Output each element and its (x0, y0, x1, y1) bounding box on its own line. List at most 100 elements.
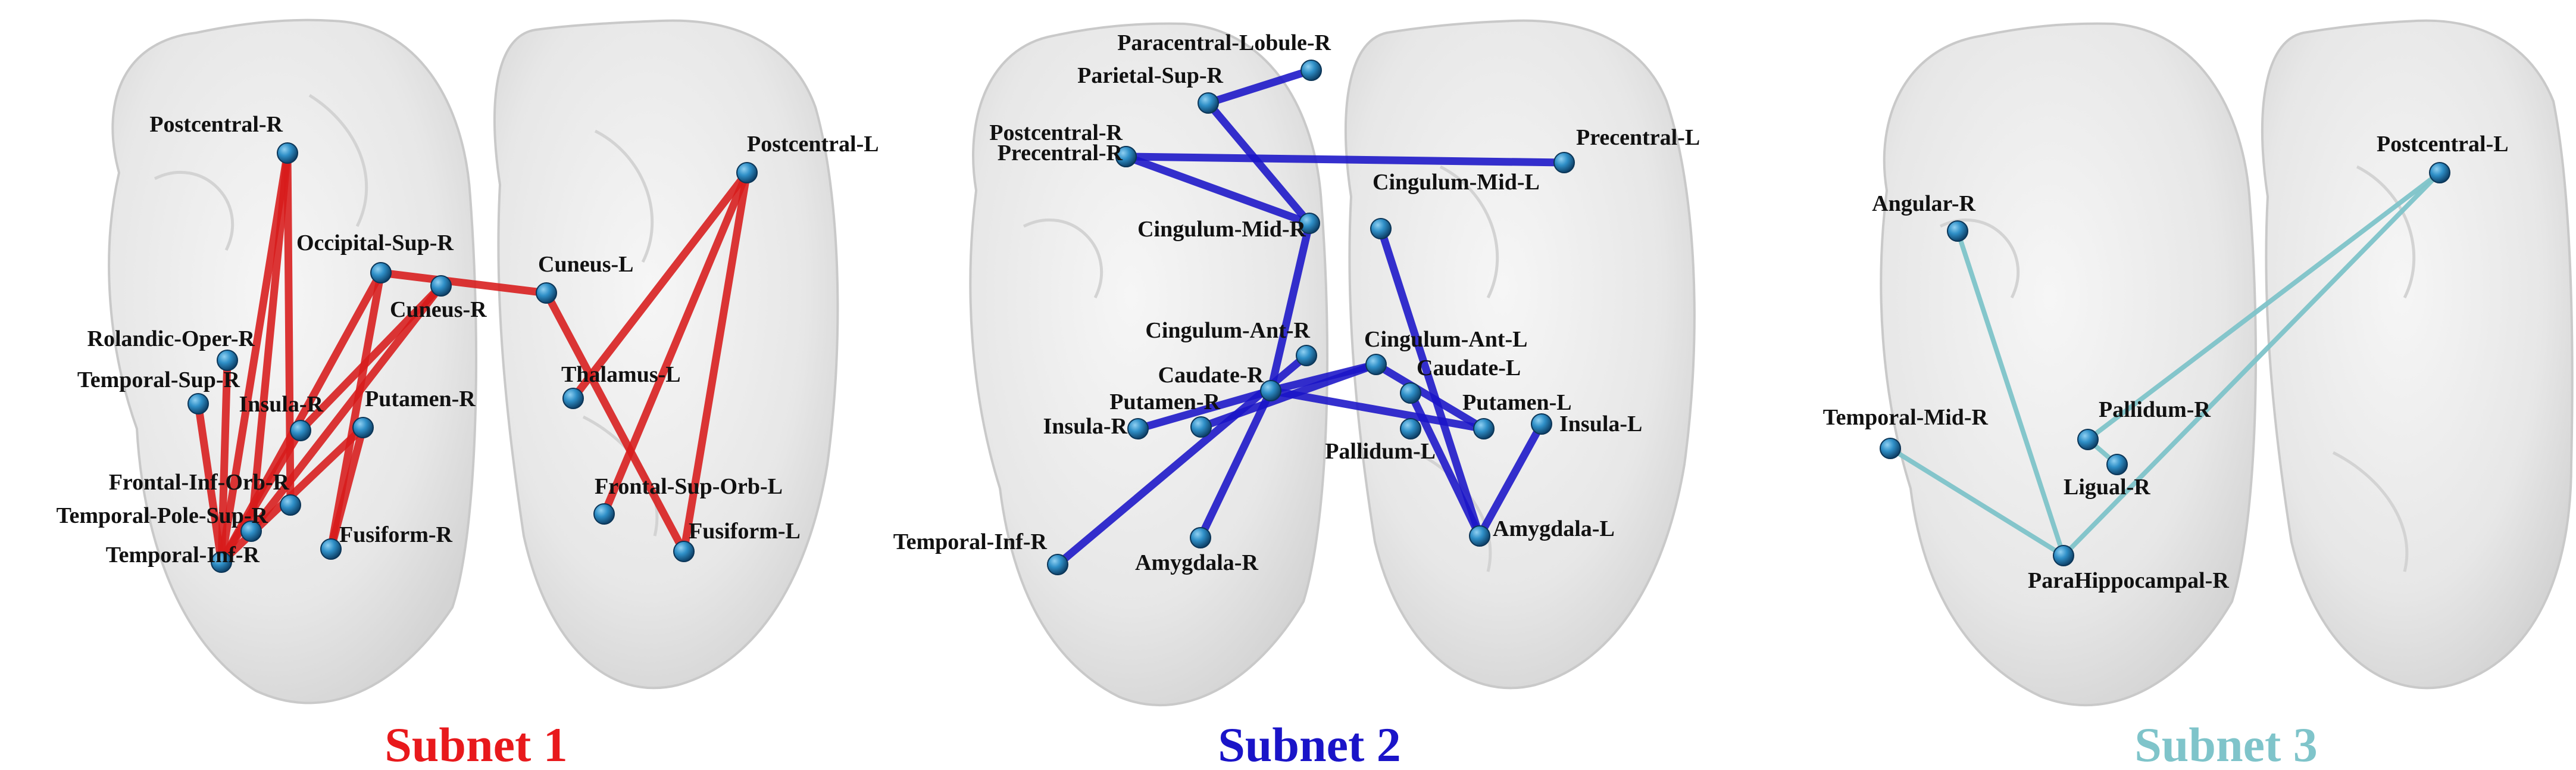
node-putamen_r (1190, 416, 1212, 438)
node-thalamus_l (562, 388, 584, 409)
node-amygdala_l (1469, 525, 1490, 547)
node-fusiform_l (673, 541, 695, 562)
edge-paracentral_lobule_r-parietal_sup_r (1204, 66, 1315, 107)
edge-layer (194, 149, 751, 566)
edge-angular_r-parahippocampal_r (1955, 229, 2066, 558)
edge-cingulum_mid_l-amygdala_l (1377, 225, 1484, 540)
node-amygdala_r (1190, 527, 1211, 548)
node-label-putamen_l: Putamen-L (1462, 390, 1572, 415)
node-putamen_l (1473, 418, 1495, 439)
subnet-title: Subnet 1 (384, 718, 568, 770)
node-label-precentral_r: Precentral-R (998, 141, 1123, 166)
edge-rolandic_oper_r-temporal_inf_r (217, 356, 232, 566)
node-cingulum_mid_l (1370, 218, 1392, 239)
edge-caudate_r-amygdala_r (1196, 386, 1275, 542)
node-label-putamen_r: Putamen-R (1109, 389, 1220, 414)
node-label-temporal_pole_sup_r: Temporal-Pole-Sup-R (57, 503, 268, 528)
node-occipital_sup_r (370, 262, 392, 283)
node-rolandic_oper_r (217, 350, 238, 371)
node-label-insula_r: Insula-R (1043, 414, 1128, 439)
node-label-temporal_inf_r: Temporal-Inf-R (893, 529, 1048, 554)
panel-subnet-1: Postcentral-ROccipital-Sup-RCuneus-RCune… (57, 18, 879, 770)
node-temporal_pole_sup_r (240, 520, 262, 542)
node-insula_l (1531, 413, 1552, 435)
edge-caudate_l-amygdala_l (1406, 389, 1484, 540)
node-frontal_inf_orb_r (280, 494, 301, 516)
node-label-temporal_inf_r: Temporal-Inf-R (106, 543, 260, 568)
node-label-fusiform_r: Fusiform-R (339, 522, 453, 547)
edge-occipital_sup_r-temporal_inf_r (217, 269, 385, 566)
brain-silhouette (1880, 19, 2574, 707)
node-cingulum_ant_l (1365, 354, 1387, 375)
node-label-frontal_inf_orb_r: Frontal-Inf-Orb-R (109, 470, 290, 495)
node-label-cuneus_l: Cuneus-L (538, 252, 634, 277)
node-fusiform_r (320, 538, 342, 560)
node-ligual_r (2106, 454, 2128, 475)
edge-temporal_mid_r-parahippocampal_r (1888, 446, 2066, 558)
panel-subnet-2: Paracentral-Lobule-R Parietal-Sup-R Postce… (893, 19, 1700, 770)
node-caudate_l (1400, 382, 1421, 404)
node-label-frontal_sup_orb_l: Frontal-Sup-Orb-L (595, 474, 783, 499)
edge-cuneus_r-insula_r (296, 282, 445, 435)
node-temporal_sup_r (187, 393, 209, 414)
node-label-postcentral_r: Postcentral-R (149, 112, 283, 137)
node-parietal_sup_r (1198, 92, 1219, 114)
node-temporal_mid_r (1880, 438, 1901, 459)
node-cingulum_mid_r (1299, 213, 1320, 234)
node-angular_r (1947, 220, 1968, 242)
edge-putamen_r-cingulum_ant_l (1197, 360, 1380, 431)
edge-postcentral_r-temporal_pole_sup_r (247, 149, 292, 535)
node-label-fusiform_l: Fusiform-L (689, 519, 801, 544)
node-label-rolandic_oper_r: Rolandic-Oper-R (87, 326, 255, 351)
node-label-temporal_sup_r: Temporal-Sup-R (77, 367, 240, 392)
node-label-caudate_l: Caudate-L (1417, 356, 1521, 381)
edge-cingulum_ant_l-putamen_l (1372, 360, 1488, 433)
node-label-parietal_sup_r: Parietal-Sup-R (1077, 63, 1223, 88)
node-label-temporal_mid_r: Temporal-Mid-R (1823, 405, 1989, 430)
node-cuneus_r (430, 275, 452, 297)
node-label-pallidum_l: Pallidum-L (1325, 439, 1436, 464)
node-label-cingulum_mid_l: Cingulum-Mid-L (1373, 170, 1540, 195)
node-layer: Paracentral-Lobule-R Parietal-Sup-R Postce… (893, 30, 1700, 575)
node-cingulum_ant_r (1296, 345, 1317, 366)
edge-precentral_r-cingulum_mid_r (1122, 152, 1314, 227)
node-putamen_r (352, 417, 374, 438)
node-cuneus_l (536, 282, 557, 304)
node-label-insula_l: Insula-L (1559, 412, 1642, 437)
node-postcentral_l (736, 162, 758, 183)
edge-caudate_r-putamen_l (1267, 386, 1488, 433)
edge-postcentral_l-parahippocampal_r (2061, 170, 2442, 558)
node-postcentral_l (2429, 162, 2450, 183)
node-label-paracentral_lobule_r: Paracentral-Lobule-R (1117, 30, 1331, 55)
edge-putamen_r-fusiform_r (327, 423, 367, 553)
node-paracentral_lobule_r (1300, 60, 1322, 81)
node-label-postcentral_r: Postcentral-R (989, 120, 1123, 145)
edge-cuneus_l-fusiform_l (542, 289, 688, 556)
edge-parietal_sup_r-cingulum_mid_r (1204, 99, 1314, 227)
node-precentral_r (1115, 146, 1137, 167)
edge-cuneus_r-temporal_pole_sup_r (247, 282, 445, 535)
node-label-angular_r: Angular-R (1872, 191, 1975, 216)
node-label-cingulum_ant_l: Cingulum-Ant-L (1364, 327, 1528, 352)
edge-postcentral_l-thalamus_l (569, 169, 751, 403)
node-label-cingulum_ant_r: Cingulum-Ant-R (1145, 318, 1310, 343)
edge-postcentral_l-fusiform_l (680, 169, 751, 556)
node-insula_r (290, 420, 311, 441)
node-temporal_inf_r (211, 551, 232, 573)
node-label-caudate_r: Caudate-R (1158, 363, 1264, 388)
node-frontal_sup_orb_l (593, 503, 615, 525)
edge-postcentral_l-pallidum_r (2086, 170, 2442, 442)
node-caudate_r (1260, 380, 1281, 401)
node-postcentral_r (277, 142, 298, 164)
node-pallidum_l (1400, 418, 1421, 439)
node-layer: Postcentral-ROccipital-Sup-RCuneus-RCune… (57, 112, 879, 573)
edge-layer (1053, 66, 1568, 569)
node-label-parahippocampal_r: ParaHippocampal-R (2028, 568, 2229, 593)
node-label-postcentral_l: Postcentral-L (2377, 132, 2509, 157)
edge-postcentral_l-frontal_sup_orb_l (600, 169, 751, 518)
edge-occipital_sup_r-cuneus_l (377, 269, 551, 297)
subnet-title: Subnet 2 (1218, 718, 1401, 770)
node-label-occipital_sup_r: Occipital-Sup-R (296, 230, 454, 255)
